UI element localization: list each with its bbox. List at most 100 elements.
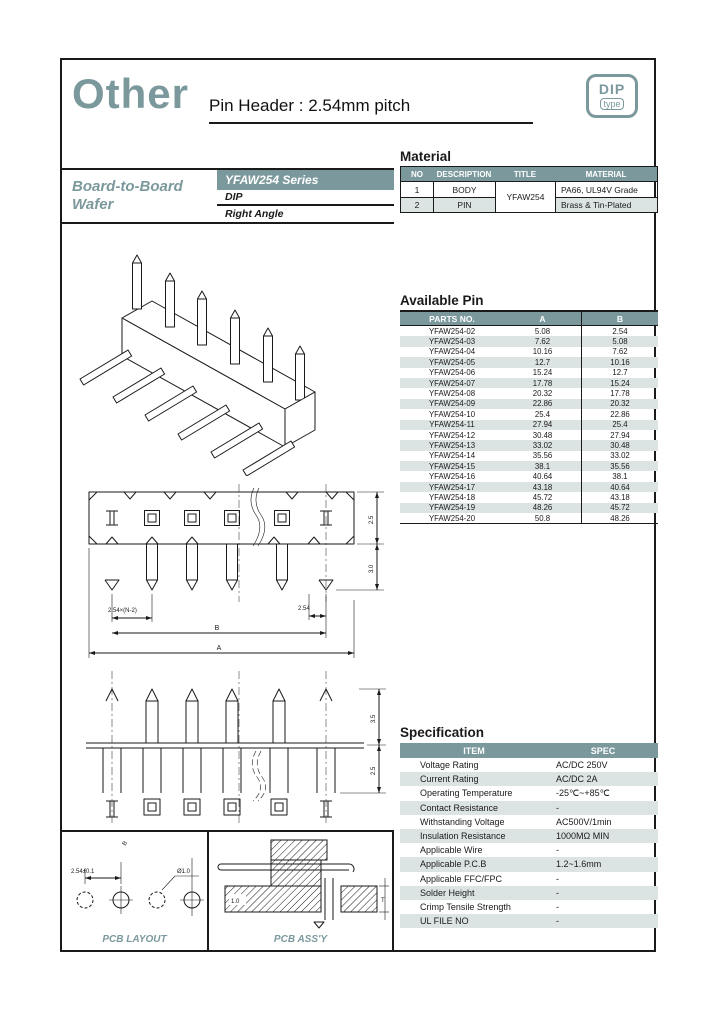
- table-row: YFAW254-06 15.24 12.7: [400, 367, 658, 378]
- col-b: B: [581, 312, 658, 325]
- dim-a-cell: 27.94: [532, 420, 553, 430]
- spec-value-cell: AC/DC 2A: [556, 774, 598, 785]
- category-line2: Wafer: [72, 196, 114, 213]
- spec-item-cell: Operating Temperature: [420, 788, 513, 799]
- pitch-dimension-label: 2.54×(N-2): [108, 608, 137, 614]
- material-value: Brass & Tin-Plated: [555, 197, 657, 212]
- spec-item-cell: Voltage Rating: [420, 760, 479, 771]
- pin-length-label: 3.0: [369, 564, 375, 573]
- pcb-assy-panel: 1.0 T PCB ASS'Y: [209, 832, 392, 950]
- table-row: YFAW254-19 48.26 45.72: [400, 502, 658, 514]
- dim-a-cell: 17.78: [532, 378, 553, 388]
- spec-item-cell: Applicable FFC/FPC: [420, 873, 503, 884]
- series-block: Board-to-Board Wafer YFAW254 Series DIP …: [62, 168, 394, 224]
- table-row: UL FILE NO -: [400, 914, 658, 929]
- pcb-assy-drawing: 1.0 T: [217, 839, 389, 929]
- table-row: YFAW254-20 50.8 48.26: [400, 513, 658, 524]
- series-angle: Right Angle: [225, 208, 284, 221]
- table-row: YFAW254-14 35.56 33.02: [400, 450, 658, 462]
- table-row: YFAW254-17 43.18 40.64: [400, 481, 658, 493]
- col-spec: SPEC: [590, 745, 616, 756]
- table-row: Operating Temperature -25℃~+85℃: [400, 786, 658, 800]
- table-row: YFAW254-13 33.02 30.48: [400, 440, 658, 451]
- parts-no-cell: YFAW254-02: [428, 326, 476, 336]
- table-row: Contact Resistance -: [400, 800, 658, 815]
- end-pitch-dimension-label: 2.54: [298, 606, 310, 612]
- table-row: YFAW254-18 45.72 43.18: [400, 492, 658, 503]
- badge-dip-label: DIP: [598, 81, 626, 97]
- col-title: TITLE: [513, 169, 537, 179]
- dim-a-cell: 30.48: [532, 430, 553, 440]
- dim-b-cell: 2.54: [581, 326, 658, 337]
- dim-b-cell: 17.78: [581, 388, 658, 399]
- table-row: YFAW254-07 17.78 15.24: [400, 377, 658, 389]
- parts-no-cell: YFAW254-13: [428, 440, 476, 450]
- parts-no-cell: YFAW254-14: [428, 451, 476, 461]
- parts-no-cell: YFAW254-05: [428, 357, 476, 367]
- material-title: Material: [400, 149, 452, 164]
- spec-item-cell: Applicable P.C.B: [420, 859, 487, 870]
- material-table-header: NO DESCRIPTION TITLE MATERIAL: [401, 167, 657, 182]
- available-pin-header: PARTS NO. A B: [400, 312, 658, 326]
- parts-no-cell: YFAW254-09: [428, 399, 476, 409]
- available-pin-table: PARTS NO. A B YFAW254-02 5.08 2.54 YFAW2…: [400, 310, 658, 525]
- specification-header: ITEM SPEC: [400, 743, 658, 758]
- pcb-layout-drawing: B 2.54±0.1 Ø1.0: [71, 840, 204, 916]
- dim-b-cell: 10.16: [581, 357, 658, 368]
- table-row: YFAW254-02 5.08 2.54: [400, 326, 658, 337]
- parts-no-cell: YFAW254-19: [428, 503, 476, 513]
- table-row: YFAW254-08 20.32 17.78: [400, 388, 658, 399]
- parts-no-cell: YFAW254-11: [429, 420, 475, 430]
- series-type: DIP: [217, 190, 394, 207]
- dim-a-cell: 38.1: [534, 461, 551, 471]
- pcb-layout-panel: B 2.54±0.1 Ø1.0 PCB LAYOUT: [62, 832, 209, 950]
- table-row: Withstanding Voltage AC500V/1min: [400, 815, 658, 829]
- parts-no-cell: YFAW254-16: [428, 472, 476, 482]
- spec-item-cell: Withstanding Voltage: [420, 816, 505, 827]
- spec-value-cell: 1.2~1.6mm: [556, 859, 602, 870]
- table-row: Solder Height -: [400, 885, 658, 900]
- dim-a-cell: 15.24: [532, 368, 553, 378]
- spec-item-cell: Current Rating: [420, 774, 479, 785]
- material-value: PA66, UL94V Grade: [555, 182, 657, 197]
- available-pin-title: Available Pin: [400, 293, 484, 308]
- dim-b-cell: 43.18: [581, 492, 658, 503]
- dim-a-cell: 35.56: [532, 451, 553, 461]
- dim-b-cell: 15.24: [581, 377, 658, 389]
- front-view-drawing: 2.54×(N-2) 2.54 B A 2.5 3.0: [88, 484, 384, 658]
- table-row: Applicable P.C.B 1.2~1.6mm: [400, 857, 658, 872]
- col-description: DESCRIPTION: [436, 169, 492, 179]
- dim-b-cell: 5.08: [581, 336, 658, 347]
- dim-a-cell: 20.32: [532, 389, 553, 399]
- dim-b-cell: 22.86: [581, 409, 658, 420]
- spec-value-cell: -: [556, 845, 559, 856]
- spec-item-cell: UL FILE NO: [420, 916, 469, 927]
- dim-a-cell: 10.16: [532, 347, 553, 357]
- parts-no-cell: YFAW254-20: [428, 513, 476, 523]
- col-material: MATERIAL: [585, 169, 627, 179]
- page-title: Pin Header : 2.54mm pitch: [209, 96, 411, 115]
- parts-no-cell: YFAW254-10: [428, 409, 476, 419]
- category-line1: Board-to-Board: [72, 178, 183, 195]
- dim-b-cell: 40.64: [581, 481, 658, 493]
- table-row: YFAW254-03 7.62 5.08: [400, 336, 658, 347]
- parts-no-cell: YFAW254-17: [428, 482, 476, 492]
- dim-a-cell: 25.4: [534, 409, 551, 419]
- spec-value-cell: -25℃~+85℃: [556, 787, 610, 798]
- dim-a-cell: 40.64: [532, 472, 553, 482]
- dim-b-label: B: [215, 625, 220, 632]
- parts-no-cell: YFAW254-18: [428, 492, 476, 502]
- parts-no-cell: YFAW254-08: [428, 389, 476, 399]
- spec-value-cell: -: [556, 901, 559, 912]
- pcb-panels: B 2.54±0.1 Ø1.0 PCB LAYOUT: [62, 830, 394, 950]
- dim-b-cell: 12.7: [581, 367, 658, 378]
- parts-no-cell: YFAW254-04: [428, 347, 476, 357]
- table-row: Crimp Tensile Strength -: [400, 900, 658, 914]
- table-row: YFAW254-12 30.48 27.94: [400, 429, 658, 441]
- board-thickness-label: T: [381, 898, 385, 904]
- col-no: NO: [411, 169, 423, 179]
- title-underline: [209, 122, 533, 124]
- dim-b-cell: 25.4: [581, 419, 658, 430]
- material-description: PIN: [433, 197, 495, 212]
- datasheet-page: Other Pin Header : 2.54mm pitch DIP type…: [60, 58, 658, 952]
